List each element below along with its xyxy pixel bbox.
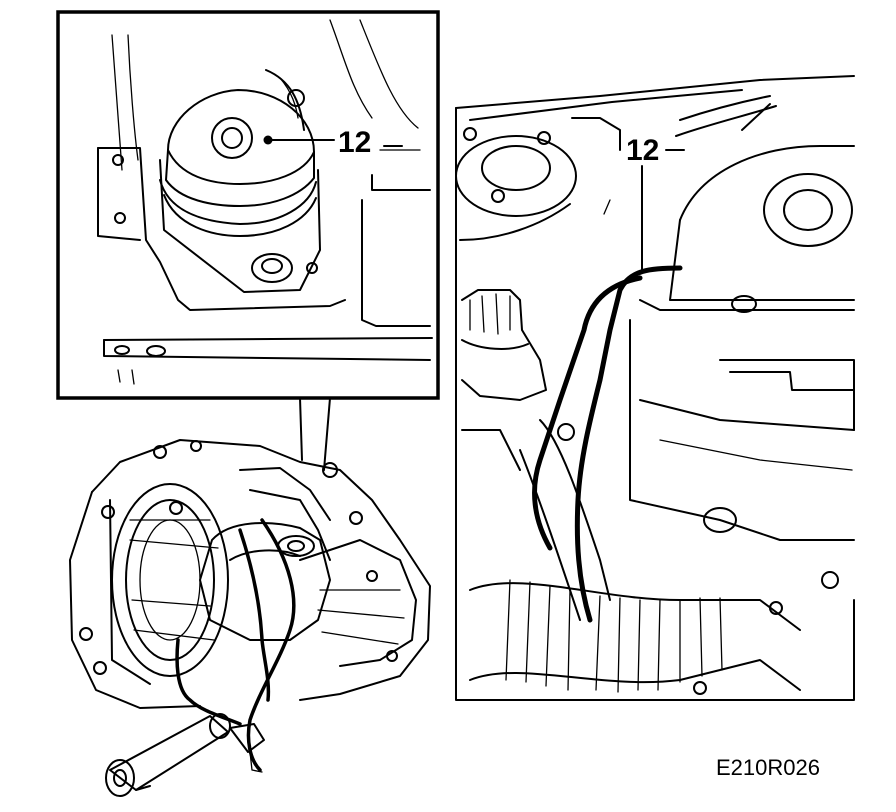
transmission-assembly: [69, 439, 431, 797]
strut-tower-left: [455, 127, 577, 241]
callout-label: 12: [338, 126, 371, 159]
transmission-mount: [199, 522, 331, 641]
figure-code: E210R026: [716, 755, 820, 780]
reservoir-cap: [461, 289, 547, 401]
strut-tower-right: [669, 145, 855, 301]
callout-12-engine-bay: 12: [626, 134, 685, 273]
engine-bay-view: 12: [455, 75, 855, 701]
torque-rod: [105, 713, 231, 797]
callout-12-inset: 12: [263, 126, 403, 159]
engine-mount: [159, 89, 321, 293]
callout-label: 12: [626, 134, 659, 167]
intake-hose: [469, 579, 801, 693]
detail-inset: 12: [56, 10, 440, 471]
mounting-bracket: [97, 147, 433, 385]
